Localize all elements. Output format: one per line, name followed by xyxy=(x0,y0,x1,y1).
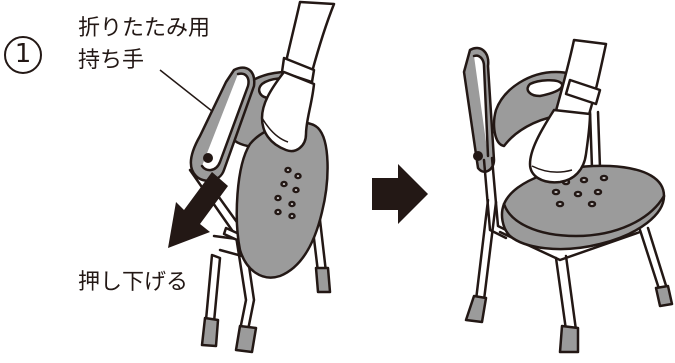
handle-rivet xyxy=(473,151,483,161)
chair-leg xyxy=(640,230,660,292)
chair-rear-leg-left xyxy=(206,255,220,322)
folding-chair-left xyxy=(168,2,334,352)
chair-leg xyxy=(566,256,576,330)
leg-tip xyxy=(236,326,256,352)
leg-tip xyxy=(316,268,330,292)
leg-tip xyxy=(560,326,578,352)
leg-tip xyxy=(656,286,672,306)
right-arrow-icon xyxy=(372,164,428,224)
open-chair-right xyxy=(464,40,672,352)
leg-tip xyxy=(466,296,486,322)
chair-leg xyxy=(556,258,566,330)
handle-rivet xyxy=(203,153,213,163)
leg-tip xyxy=(202,318,218,346)
chair-frame-bar xyxy=(598,112,600,168)
